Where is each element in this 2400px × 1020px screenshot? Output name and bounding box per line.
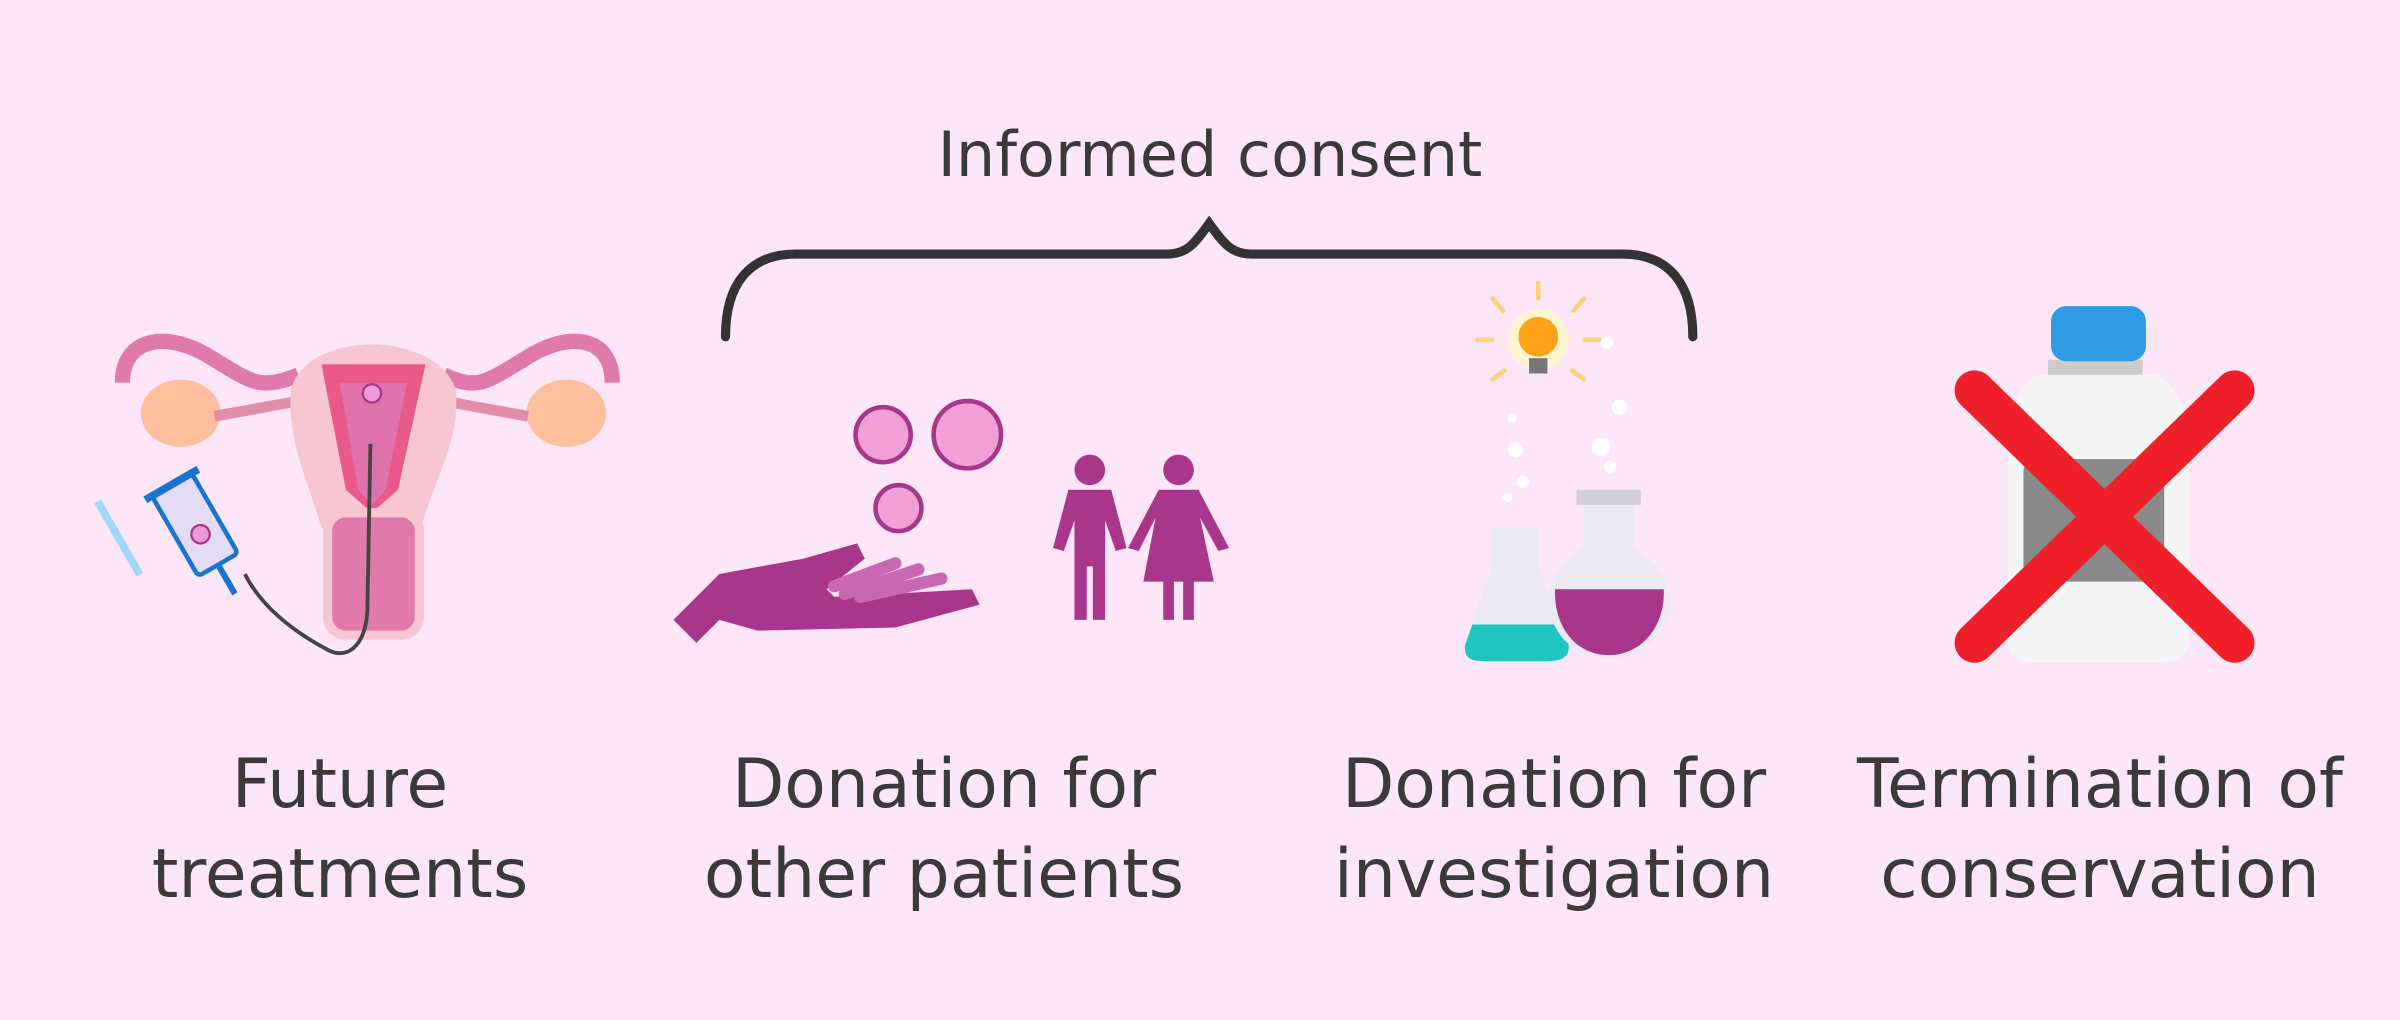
label-donation-investigation: Donation for investigation: [1254, 740, 1854, 920]
label-line: investigation: [1333, 835, 1775, 914]
consent-brace: [720, 215, 1698, 342]
label-donation-patients: Donation for other patients: [644, 740, 1244, 920]
label-line: conservation: [1880, 835, 2320, 914]
label-future-treatments: Future treatments: [40, 740, 640, 920]
label-line: Termination of: [1857, 745, 2343, 824]
crossed-cryotank-icon: [1954, 306, 2255, 663]
label-line: treatments: [151, 835, 529, 914]
label-line: Future: [231, 745, 449, 824]
uterus-insemination-icon: [94, 333, 620, 656]
embryo-donation-icon: [673, 398, 1230, 643]
label-line: other patients: [703, 835, 1185, 914]
informed-consent-title: Informed consent: [937, 118, 1483, 191]
label-line: Donation for: [1341, 745, 1767, 824]
label-termination: Termination of conservation: [1800, 740, 2400, 920]
lab-flask-icon: [1464, 280, 1669, 662]
label-line: Donation for: [731, 745, 1157, 824]
